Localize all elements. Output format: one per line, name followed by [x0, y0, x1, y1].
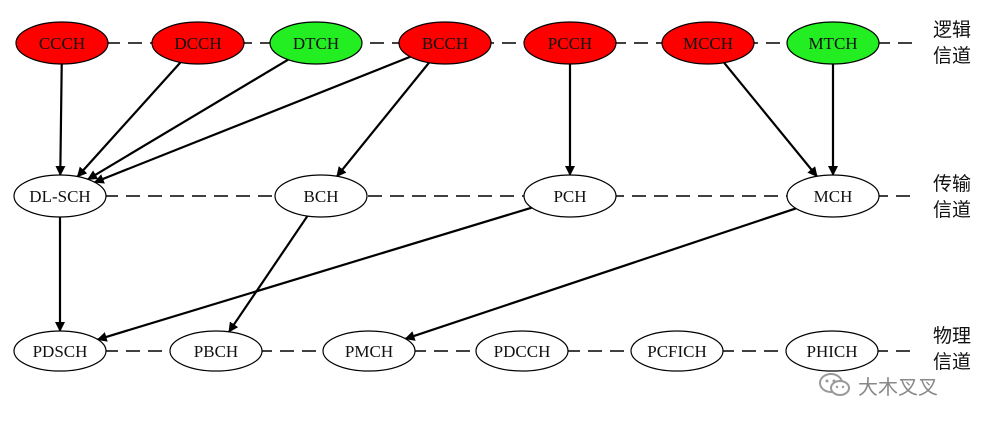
channel-node-mch: MCH	[786, 174, 880, 218]
channel-node-label: DL-SCH	[29, 187, 90, 206]
channel-node-ccch: CCCH	[15, 21, 109, 65]
channel-node-label: PHICH	[806, 342, 857, 361]
channel-node-label: PMCH	[345, 342, 393, 361]
channel-node-dtch: DTCH	[269, 21, 363, 65]
arrow-pch-to-pdsch	[96, 206, 533, 342]
channel-node-ellipse	[786, 21, 880, 65]
channel-node-ellipse	[15, 21, 109, 65]
arrow-ccch-to-dl-sch	[55, 63, 66, 177]
channel-node-pcfich: PCFICH	[630, 330, 724, 372]
channel-node-ellipse	[13, 330, 107, 372]
transport-channel-label: 传输 信道	[922, 171, 982, 223]
channel-node-label: DCCH	[174, 34, 221, 53]
arrow-dtch-to-dl-sch	[87, 58, 289, 181]
channel-node-pcch: PCCH	[523, 21, 617, 65]
channel-node-ellipse	[169, 330, 263, 372]
arrow-bcch-to-dl-sch	[93, 55, 411, 184]
channel-node-ellipse	[523, 21, 617, 65]
watermark-text: 大木叉叉	[858, 374, 938, 399]
channel-node-ellipse	[786, 174, 880, 218]
channel-node-ellipse	[661, 21, 755, 65]
arrow-bch-to-pbch	[228, 215, 309, 333]
channel-node-mcch: MCCH	[661, 21, 755, 65]
wechat-icon	[819, 373, 850, 396]
channel-nodes: CCCH DCCH DTCH BCCH PCCH MCCH MTCH DL-SCH BCH PCH…	[13, 21, 880, 372]
physical-label-line2: 信道	[932, 351, 971, 373]
channel-node-pbch: PBCH	[169, 330, 263, 372]
channel-node-ellipse	[269, 21, 363, 65]
arrow-mch-to-pmch	[404, 207, 797, 341]
channel-node-label: PBCH	[194, 342, 238, 361]
channel-node-label: CCCH	[39, 34, 85, 53]
transport-label-line2: 信道	[932, 199, 971, 221]
channel-node-bcch: BCCH	[398, 21, 492, 65]
arrow-bcch-to-bch	[336, 62, 430, 178]
arrow-dcch-to-dl-sch	[76, 61, 182, 178]
channel-node-label: BCH	[304, 187, 339, 206]
channel-node-dcch: DCCH	[151, 21, 245, 65]
channel-node-label: BCCH	[422, 34, 468, 53]
channel-node-mtch: MTCH	[786, 21, 880, 65]
channel-node-label: PCH	[553, 187, 586, 206]
channel-node-ellipse	[630, 330, 724, 372]
physical-channel-label: 物理 信道	[922, 323, 982, 375]
channel-node-label: PDSCH	[33, 342, 88, 361]
layer-dash-lines	[60, 42, 912, 352]
watermark: 大木叉叉	[818, 370, 938, 400]
physical-label-line1: 物理	[932, 325, 971, 347]
channel-node-label: MTCH	[808, 34, 857, 53]
channel-node-ellipse	[475, 330, 569, 372]
channel-node-ellipse	[151, 21, 245, 65]
arrow-mcch-to-mch	[723, 61, 818, 178]
channel-node-label: DTCH	[293, 34, 339, 53]
channel-node-ellipse	[13, 174, 107, 218]
logical-label-line2: 信道	[932, 45, 971, 67]
logical-channel-label: 逻辑 信道	[922, 17, 982, 69]
channel-node-label: PDCCH	[494, 342, 551, 361]
channel-node-bch: BCH	[274, 174, 368, 218]
channel-node-ellipse	[274, 174, 368, 218]
channel-node-label: MCCH	[683, 34, 733, 53]
mapping-arrows	[55, 55, 838, 342]
channel-node-pdsch: PDSCH	[13, 330, 107, 372]
transport-label-line1: 传输	[932, 173, 971, 195]
channel-node-ellipse	[523, 174, 617, 218]
channel-node-dl-sch: DL-SCH	[13, 174, 107, 218]
channel-node-pdcch: PDCCH	[475, 330, 569, 372]
channel-node-label: MCH	[814, 187, 853, 206]
logical-label-line1: 逻辑	[932, 19, 971, 41]
channel-node-label: PCFICH	[647, 342, 707, 361]
channel-node-ellipse	[785, 330, 879, 372]
channel-node-ellipse	[322, 330, 416, 372]
channel-node-pmch: PMCH	[322, 330, 416, 372]
channel-node-ellipse	[398, 21, 492, 65]
channel-node-pch: PCH	[523, 174, 617, 218]
channel-node-phich: PHICH	[785, 330, 879, 372]
channel-node-label: PCCH	[548, 34, 592, 53]
